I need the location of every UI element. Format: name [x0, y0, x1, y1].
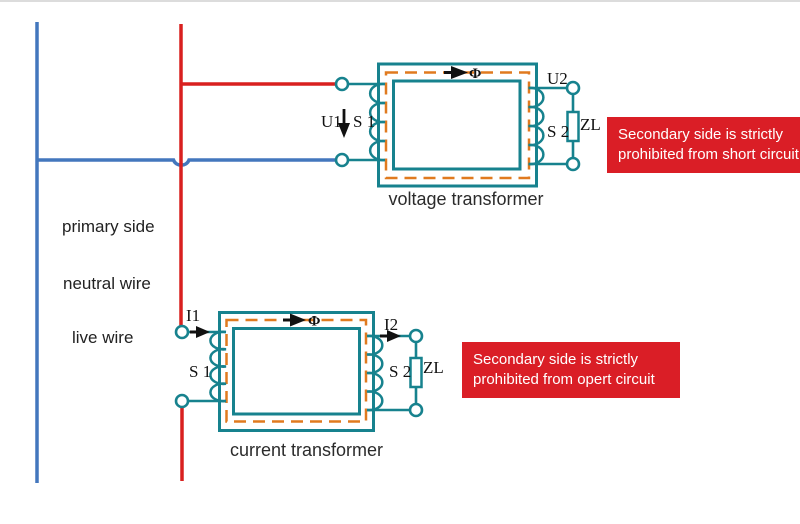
ct-flux-symbol: Φ	[308, 314, 320, 330]
top-border-strip	[0, 0, 800, 2]
vt-primary-coil	[368, 82, 386, 162]
vt-flux-symbol: Φ	[469, 66, 481, 82]
u1-voltage-label: U1	[321, 112, 342, 131]
vt-load-label: ZL	[580, 115, 601, 134]
ct-load-label: ZL	[423, 358, 444, 377]
vt-primary-bottom-terminal	[334, 152, 350, 168]
ct-flux-arrow-icon	[290, 313, 306, 327]
voltage-transformer-flux-path	[384, 71, 531, 180]
current-transformer-flux-path	[225, 318, 368, 423]
vt-primary-winding-label: S 1	[353, 112, 376, 131]
vt-primary-top-terminal	[334, 76, 350, 92]
voltage-transformer-caption: voltage transformer	[388, 189, 544, 209]
open-circuit-warning-line1: Secondary side is strictly	[473, 351, 639, 368]
ct-primary-top-terminal	[174, 324, 190, 340]
i1-current-arrow-icon	[196, 326, 210, 338]
vt-flux-arrow-icon	[451, 66, 468, 79]
short-circuit-warning-line1: Secondary side is strictly	[618, 126, 784, 143]
ct-primary-bottom-terminal	[174, 393, 190, 409]
ct-secondary-top-terminal	[408, 328, 424, 344]
open-circuit-warning-banner: Secondary side is strictly prohibited fr…	[462, 342, 680, 398]
vt-secondary-bottom-terminal	[565, 156, 581, 172]
i2-current-arrow-icon	[387, 330, 401, 342]
ct-secondary-winding-label: S 2	[389, 362, 412, 381]
current-transformer-caption: current transformer	[229, 440, 384, 460]
neutral-wire-label: neutral wire	[63, 274, 151, 293]
ct-secondary-coil	[366, 334, 384, 412]
i2-current-label: I2	[384, 315, 399, 334]
open-circuit-warning-line2: prohibited from opert circuit	[473, 371, 655, 388]
voltage-transformer-core-inner	[392, 79, 522, 171]
vt-load-resistor	[566, 110, 580, 143]
vt-secondary-winding-label: S 2	[547, 122, 570, 141]
short-circuit-warning-line2: prohibited from short circuit	[618, 146, 799, 163]
ct-primary-winding-label: S 1	[189, 362, 212, 381]
live-wire-label: live wire	[72, 328, 134, 347]
u1-voltage-arrow-icon	[338, 123, 350, 138]
short-circuit-warning-banner: Secondary side is strictly prohibited fr…	[607, 117, 800, 173]
u2-voltage-label: U2	[547, 69, 568, 88]
neutral-wire-horizontal-line-with-hop	[37, 158, 336, 167]
vt-secondary-top-terminal	[565, 80, 581, 96]
ct-secondary-bottom-terminal	[408, 402, 424, 418]
i1-current-label: I1	[186, 306, 201, 325]
current-transformer-core-inner	[232, 327, 361, 416]
primary-side-label: primary side	[62, 217, 155, 236]
vt-secondary-coil	[528, 86, 545, 166]
ct-load-resistor	[409, 356, 423, 389]
ct-primary-coil	[209, 330, 227, 403]
